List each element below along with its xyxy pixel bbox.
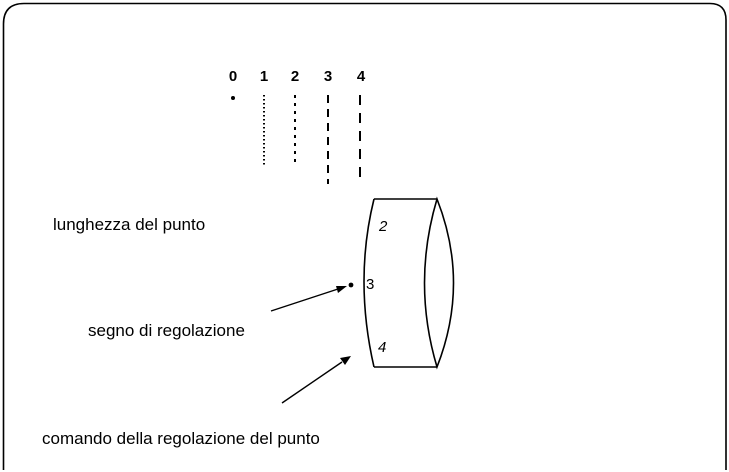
adjustment-mark-pointer [270,288,339,312]
dial-front-face [363,198,375,368]
dial-number-4: 4 [378,339,387,356]
scale-number-4: 4 [356,68,366,85]
scale-number-3: 3 [323,68,333,85]
dial-number-2: 2 [379,218,388,235]
dial-back-face [423,196,455,370]
stitch-control-label: comando della regolazione del punto [42,429,320,448]
stitch-sample-0-dot [231,96,235,100]
adjustment-mark-arrowhead [336,286,347,293]
scale-number-1: 1 [259,68,269,85]
stitch-control-pointer [281,361,343,404]
stitch-control-arrowhead [340,356,351,365]
adjustment-mark-label: segno di regolazione [88,321,245,340]
adjustment-mark-dot [348,282,354,288]
scale-number-0: 0 [228,68,238,85]
dial-number-3: 3 [366,276,375,293]
scale-number-2: 2 [290,68,300,85]
stitch-length-label: lunghezza del punto [53,215,206,234]
